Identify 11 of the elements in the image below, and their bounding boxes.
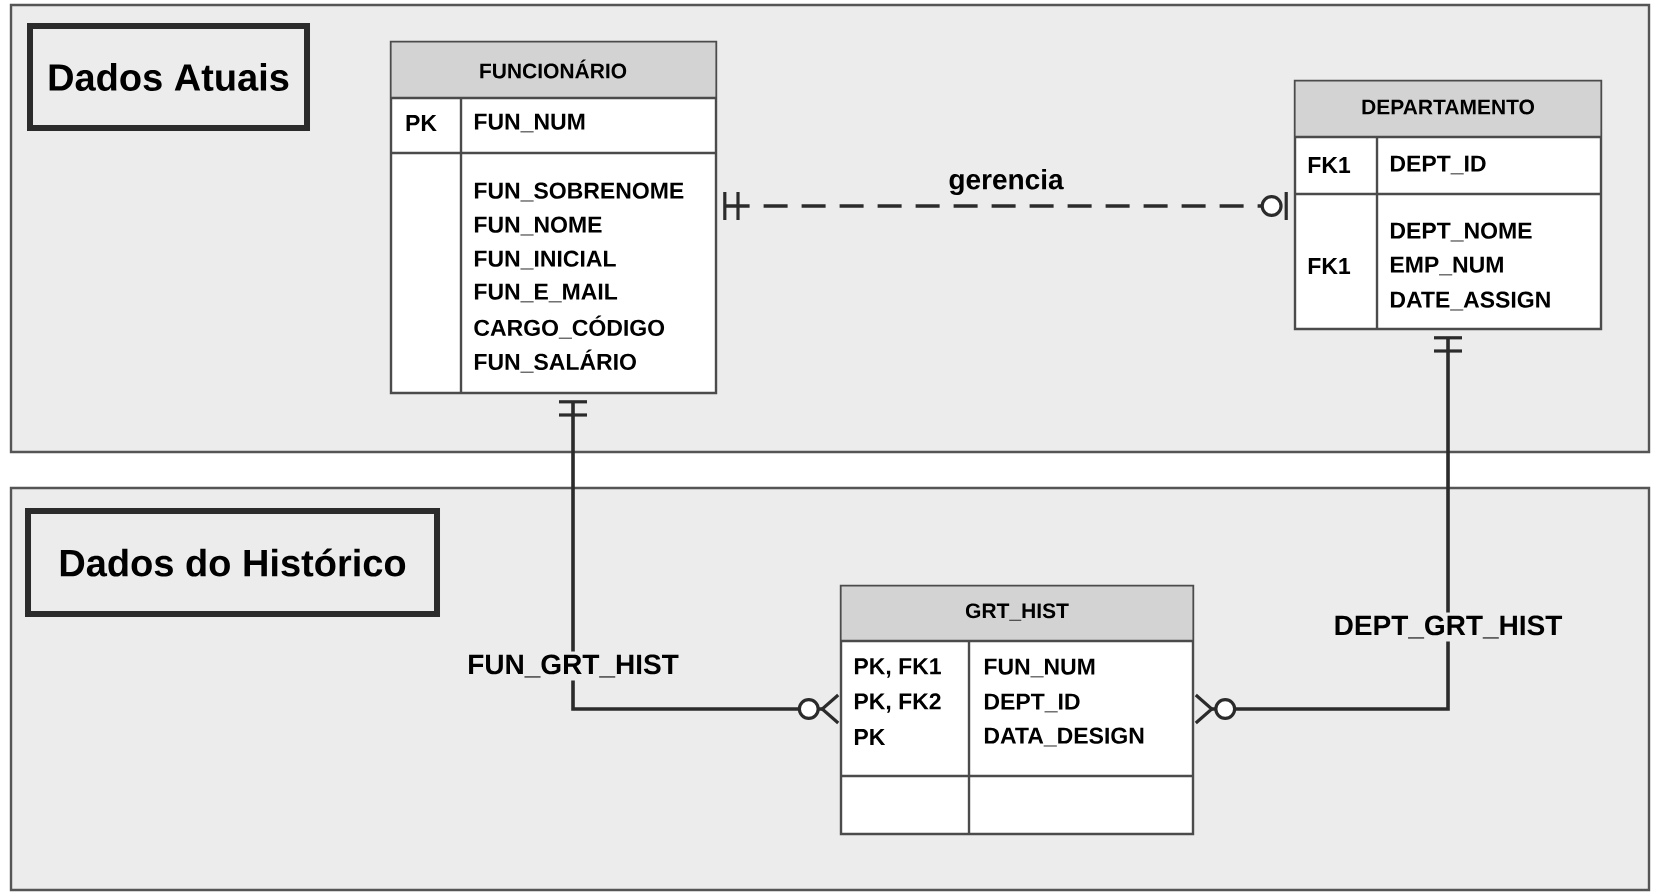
edge-label: DEPT_GRT_HIST: [1330, 612, 1566, 642]
title-box: Dados do Histórico: [25, 508, 440, 617]
relationship-line: [559, 400, 840, 725]
entity-table: FUNCIONÁRIO PK FUN_NUM FUN_SOBRENOME FUN_NOME FUN_INICIAL FUN_E_MAIL CARGO_CÓDIGO FUN_SALÁRIO: [389, 40, 718, 395]
entity-table: DEPARTAMENTO FK1 DEPT_ID DEPT_NOME FK1 EMP_NUM DATE_ASSIGN: [1293, 79, 1603, 331]
relationship-line: [723, 192, 1288, 220]
relationship-line: [1194, 336, 1462, 725]
title-box: Dados Atuais: [27, 23, 310, 131]
entity-table: GRT_HIST PK, FK1 FUN_NUM PK, FK2 DEPT_ID PK DATA_DESIGN: [839, 584, 1195, 836]
edge-label: gerencia: [945, 165, 1067, 199]
edge-label: FUN_GRT_HIST: [464, 651, 682, 681]
